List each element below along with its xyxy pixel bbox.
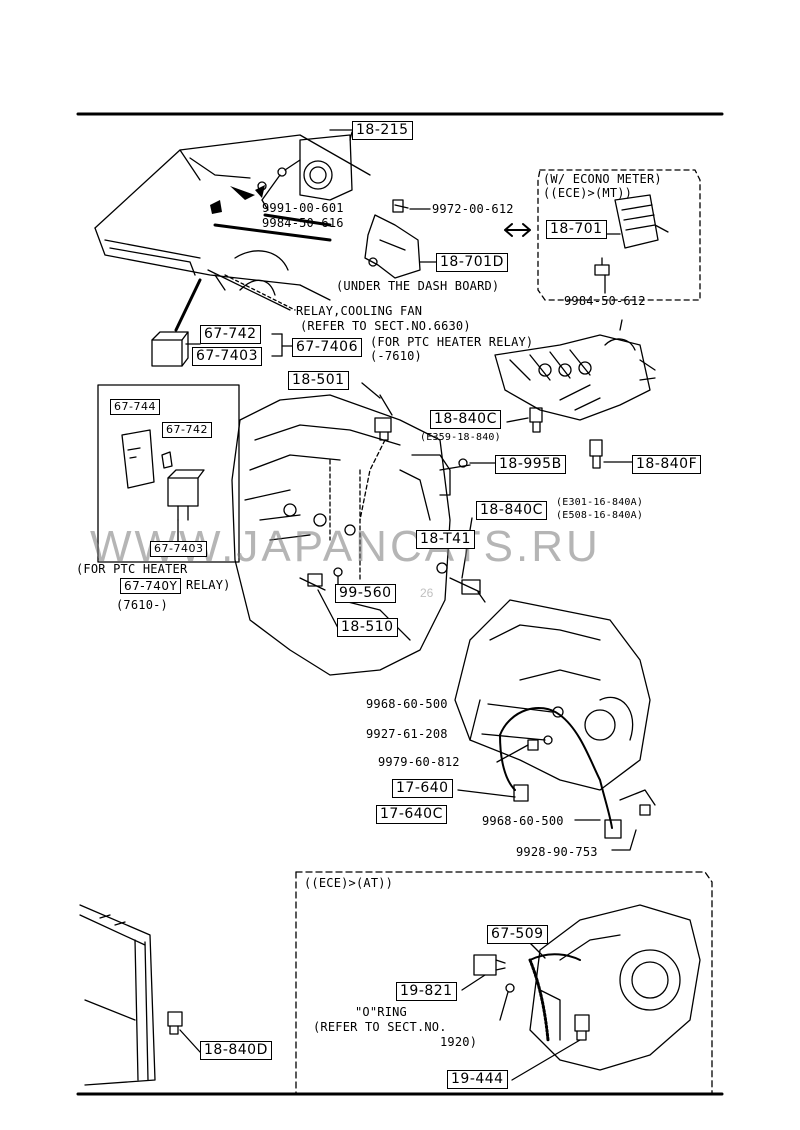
part-18-840C-lower[interactable]: 18-840C <box>476 501 547 520</box>
sensor-18-840C-drawing <box>529 407 543 433</box>
part-9968-60-500-b[interactable]: 9968-60-500 <box>482 814 564 828</box>
part-18-501[interactable]: 18-501 <box>288 371 349 390</box>
part-9984-50-612[interactable]: 9984-50-612 <box>564 294 646 308</box>
transmission-drawing <box>454 599 651 791</box>
part-18-T41[interactable]: 18-T41 <box>416 530 475 549</box>
note-7610: (-7610) <box>370 349 422 363</box>
note-ptc-heater: (FOR PTC HEATER <box>76 562 188 576</box>
part-18-215[interactable]: 18-215 <box>352 121 413 140</box>
sensor-67-509-drawing <box>528 953 581 1042</box>
sensor-18-501-drawing <box>374 394 393 441</box>
part-67-7403-inset[interactable]: 67-7403 <box>150 541 208 557</box>
part-9979-60-812[interactable]: 9979-60-812 <box>378 755 460 769</box>
note-7610-plus: (7610-) <box>116 598 168 612</box>
sensor-18-510-drawing <box>299 573 326 591</box>
sensor-19-444-drawing <box>574 1014 590 1041</box>
note-ece-at: ((ECE)>(AT)) <box>304 876 394 890</box>
part-18-995B[interactable]: 18-995B <box>495 455 566 474</box>
note-ece-mt: ((ECE)>(MT)) <box>543 186 633 200</box>
part-9968-60-500-a[interactable]: 9968-60-500 <box>366 697 448 711</box>
engine-block-drawing <box>231 394 451 676</box>
part-19-444[interactable]: 19-444 <box>447 1070 508 1089</box>
note-e301: (E301-16-840A) <box>556 497 644 508</box>
bracket-18-995B-drawing <box>411 454 471 496</box>
part-67-7406[interactable]: 67-7406 <box>292 338 362 357</box>
part-18-701[interactable]: 18-701 <box>546 220 607 239</box>
car-body-drawing <box>94 134 371 301</box>
part-67-7403[interactable]: 67-7403 <box>192 347 262 366</box>
sensor-18-840F-drawing <box>589 439 603 469</box>
bracket-drawing <box>364 199 421 279</box>
note-e359: (E359-18-840) <box>420 432 501 443</box>
part-67-740Y[interactable]: 67-740Y <box>120 578 182 594</box>
part-18-840C[interactable]: 18-840C <box>430 410 501 429</box>
econo-meter-unit-drawing <box>594 194 669 276</box>
part-17-640[interactable]: 17-640 <box>392 779 453 798</box>
part-9927-61-208[interactable]: 9927-61-208 <box>366 727 448 741</box>
radiator-drawing <box>79 904 156 1086</box>
note-1920: 1920) <box>440 1035 478 1049</box>
note-refer-sect: (REFER TO SECT.NO. <box>313 1020 447 1034</box>
part-67-744[interactable]: 67-744 <box>110 399 160 415</box>
note-relay-cooling-fan: RELAY,COOLING FAN <box>296 304 423 318</box>
part-17-640C[interactable]: 17-640C <box>376 805 447 824</box>
note-refer-6630: (REFER TO SECT.NO.6630) <box>300 319 471 333</box>
part-9972-00-612[interactable]: 9972-00-612 <box>432 202 514 216</box>
part-9991-00-601[interactable]: 9991-00-601 <box>262 201 344 215</box>
auto-transmission-drawing <box>529 904 701 1071</box>
watermark-sub: 26 <box>420 586 434 600</box>
part-9984-50-616[interactable]: 9984-50-616 <box>262 216 344 230</box>
sensor-19-821-drawing <box>473 954 506 976</box>
part-67-742[interactable]: 67-742 <box>200 325 261 344</box>
part-18-840D[interactable]: 18-840D <box>200 1041 272 1060</box>
note-econo-meter: (W/ ECONO METER) <box>543 172 662 186</box>
sensor-18-840D-drawing <box>167 1011 183 1035</box>
relay-inset-drawing <box>121 429 205 543</box>
note-o-ring: "O"RING <box>355 1005 407 1019</box>
part-18-510[interactable]: 18-510 <box>337 618 398 637</box>
note-relay: RELAY) <box>186 578 231 592</box>
sensor-18-840C-lower-drawing <box>449 577 486 603</box>
part-19-821[interactable]: 19-821 <box>396 982 457 1001</box>
note-under-dash: (UNDER THE DASH BOARD) <box>336 279 500 293</box>
part-18-701D[interactable]: 18-701D <box>436 253 508 272</box>
relay-drawing <box>151 331 189 367</box>
part-67-509[interactable]: 67-509 <box>487 925 548 944</box>
part-67-742-inset[interactable]: 67-742 <box>162 422 212 438</box>
part-9928-90-753[interactable]: 9928-90-753 <box>516 845 598 859</box>
note-ptc-heater-relay: (FOR PTC HEATER RELAY) <box>370 335 534 349</box>
intake-manifold-drawing <box>494 319 656 421</box>
note-e508: (E508-16-840A) <box>556 510 644 521</box>
part-99-560[interactable]: 99-560 <box>335 584 396 603</box>
part-18-840F[interactable]: 18-840F <box>632 455 702 474</box>
harness-drawing <box>499 706 656 839</box>
